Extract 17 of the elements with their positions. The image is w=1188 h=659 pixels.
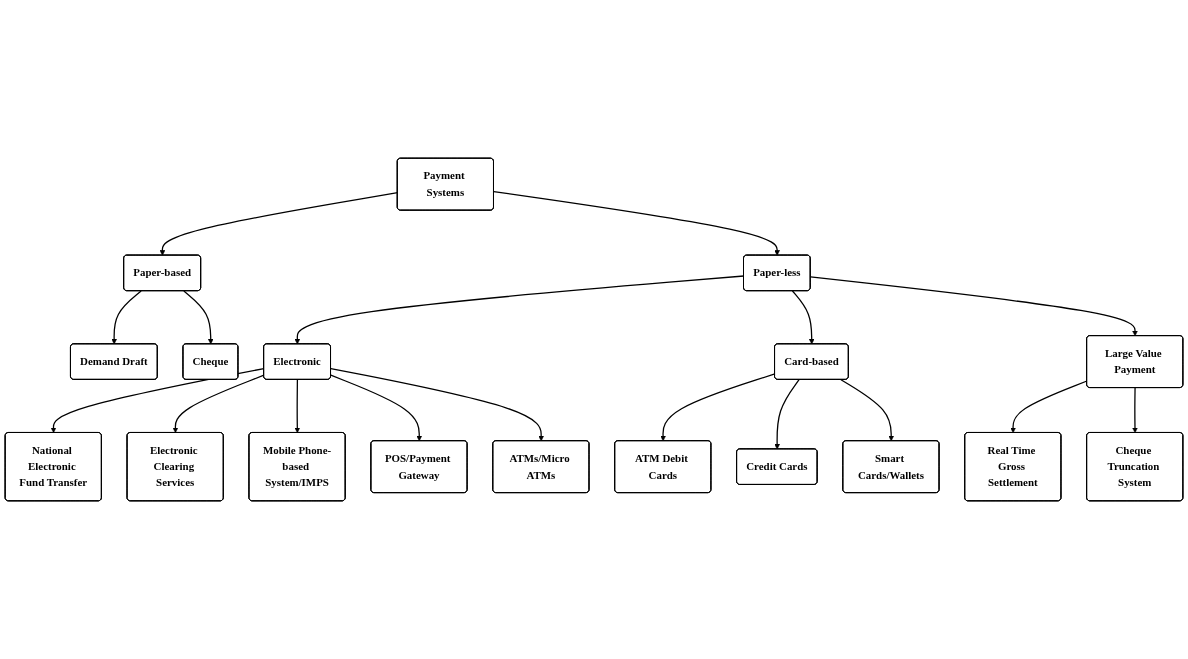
arrow — [809, 276, 1138, 337]
arrow — [294, 379, 301, 434]
arrow — [493, 190, 780, 256]
arrow — [660, 373, 776, 442]
arrow — [1132, 387, 1138, 434]
arrow — [159, 192, 399, 256]
arrow — [172, 374, 265, 434]
arrow — [294, 275, 745, 345]
arrow — [791, 290, 815, 345]
arrow — [183, 290, 214, 345]
arrow — [1010, 380, 1088, 434]
arrow — [840, 379, 894, 442]
arrow — [330, 374, 423, 442]
arrow — [111, 290, 142, 345]
arrow — [774, 379, 800, 450]
arrow — [330, 367, 544, 442]
arrow — [50, 367, 265, 434]
